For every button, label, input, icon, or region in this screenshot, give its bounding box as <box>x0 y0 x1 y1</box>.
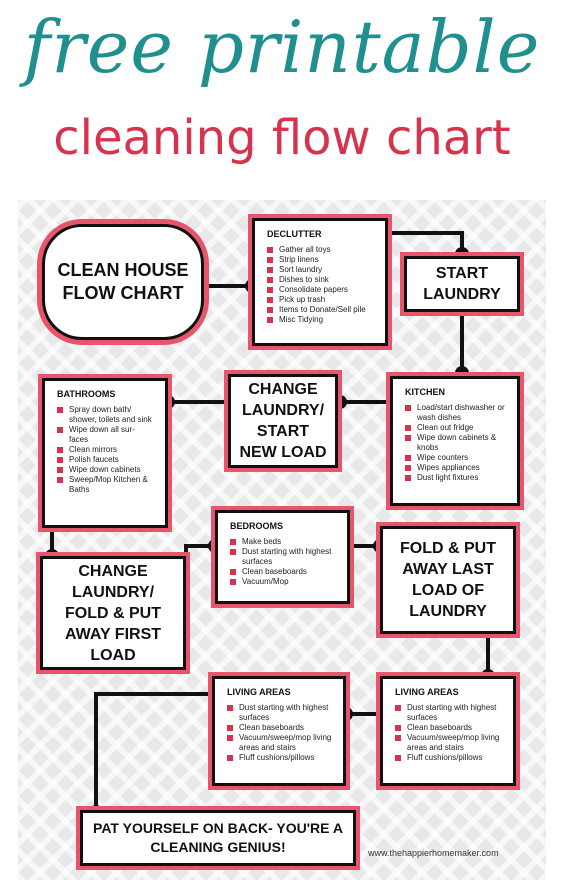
list-bathrooms-title: BATHROOMS <box>57 389 116 399</box>
list-item: Wipes appliances <box>405 463 507 473</box>
list-kitchen: KITCHEN Load/start dishwasher or wash di… <box>390 376 520 506</box>
list-item: Clean baseboards <box>227 723 333 733</box>
box-change-laundry-start-new-load-label: CHANGE LAUNDRY/ START NEW LOAD <box>239 381 327 461</box>
list-item: Dust starting with highest surfaces <box>395 703 503 723</box>
list-item: Dust starting with highest surfaces <box>227 703 333 723</box>
list-living-areas-2: LIVING AREAS Dust starting with highest … <box>380 676 516 786</box>
footer-website: www.thehappierhomemaker.com <box>368 848 499 858</box>
title-free-printable: free printable <box>23 5 541 89</box>
list-bathrooms: BATHROOMS Spray down bath/ shower, toile… <box>42 378 168 528</box>
list-item: Sort laundry <box>267 265 375 275</box>
list-item: Consolidate papers <box>267 285 375 295</box>
list-bedrooms: BEDROOMS Make beds Dust starting with hi… <box>215 510 350 604</box>
box-start-laundry-label: START LAUNDRY <box>423 265 501 303</box>
box-fold-put-away-last-load: FOLD & PUT AWAY LAST LOAD OF LAUNDRY <box>380 526 516 634</box>
box-clean-house-flow-chart-label: CLEAN HOUSE FLOW CHART <box>57 260 189 303</box>
list-item: Clean out fridge <box>405 423 507 433</box>
list-item: Clean baseboards <box>230 567 337 577</box>
list-item: Wipe down cabinets <box>57 465 155 475</box>
list-item: Polish faucets <box>57 455 155 465</box>
box-start-laundry: START LAUNDRY <box>404 256 520 312</box>
list-item: Vacuum/sweep/mop living areas and stairs <box>227 733 333 753</box>
box-clean-house-flow-chart: CLEAN HOUSE FLOW CHART <box>42 224 204 340</box>
list-item: Make beds <box>230 537 337 547</box>
box-change-laundry-start-new-load: CHANGE LAUNDRY/ START NEW LOAD <box>228 374 338 468</box>
list-item: Vacuum/Mop <box>230 577 337 587</box>
box-change-laundry-fold-first-load: CHANGE LAUNDRY/ FOLD & PUT AWAY FIRST LO… <box>40 556 186 670</box>
list-item: Misc Tidying <box>267 315 375 325</box>
list-item: Fluff cushions/pillows <box>227 753 333 763</box>
list-item: Dust starting with highest surfaces <box>230 547 337 567</box>
list-item: Wipe down all sur- faces <box>57 425 155 445</box>
box-change-laundry-fold-first-load-label: CHANGE LAUNDRY/ FOLD & PUT AWAY FIRST LO… <box>64 562 162 664</box>
list-item: Dishes to sink <box>267 275 375 285</box>
box-fold-put-away-last-load-label: FOLD & PUT AWAY LAST LOAD OF LAUNDRY <box>400 540 496 620</box>
list-item: Pick up trash <box>267 295 375 305</box>
list-item: Sweep/Mop Kitchen & Baths <box>57 475 155 495</box>
box-pat-yourself-on-back: PAT YOURSELF ON BACK- YOU'RE A CLEANING … <box>80 810 356 866</box>
list-item: Load/start dishwasher or wash dishes <box>405 403 507 423</box>
list-item: Wipe down cabinets & knobs <box>405 433 507 453</box>
list-item: Spray down bath/ shower, toilets and sin… <box>57 405 155 425</box>
list-item: Fluff cushions/pillows <box>395 753 503 763</box>
list-item: Wipe counters <box>405 453 507 463</box>
list-item: Vacuum/sweep/mop living areas and stairs <box>395 733 503 753</box>
list-item: Items to Donate/Sell pile <box>267 305 375 315</box>
list-declutter-title: DECLUTTER <box>267 229 322 239</box>
list-bedrooms-title: BEDROOMS <box>230 521 284 531</box>
list-kitchen-title: KITCHEN <box>405 387 445 397</box>
list-living-areas-1: LIVING AREAS Dust starting with highest … <box>212 676 346 786</box>
list-item: Clean baseboards <box>395 723 503 733</box>
list-item: Clean mirrors <box>57 445 155 455</box>
box-pat-yourself-on-back-label: PAT YOURSELF ON BACK- YOU'RE A CLEANING … <box>93 820 343 855</box>
list-item: Gather all toys <box>267 245 375 255</box>
list-declutter: DECLUTTER Gather all toys Strip linens S… <box>252 218 388 346</box>
list-item: Dust light fixtures <box>405 473 507 483</box>
list-living-areas-2-title: LIVING AREAS <box>395 687 459 697</box>
list-living-areas-1-title: LIVING AREAS <box>227 687 291 697</box>
title-cleaning-flow-chart: cleaning flow chart <box>53 110 511 166</box>
list-item: Strip linens <box>267 255 375 265</box>
